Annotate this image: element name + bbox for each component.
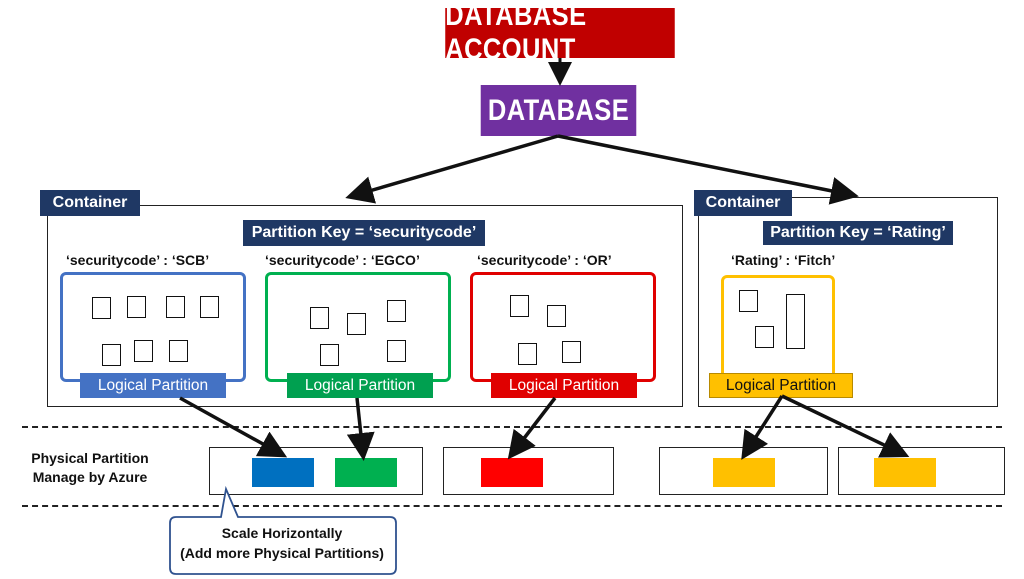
logical-partition-or	[470, 272, 656, 382]
database-box: DATABASE	[480, 85, 637, 136]
partition-key-or: ‘securitycode’ : ‘OR’	[477, 252, 612, 268]
document-icon	[387, 300, 406, 322]
document-icon	[102, 344, 121, 366]
physical-fill-yellow-1	[713, 458, 775, 487]
logical-partition-fitch	[721, 275, 835, 382]
physical-partition-label-line1: Physical Partition	[31, 450, 149, 466]
document-icon	[518, 343, 537, 365]
document-icon	[347, 313, 366, 335]
physical-partition-4	[838, 447, 1005, 495]
database-account-box: DATABASE ACCOUNT	[445, 0, 675, 66]
partition-key-fitch: ‘Rating’ : ‘Fitch’	[731, 252, 836, 268]
database-account-title: DATABASE ACCOUNT	[445, 0, 587, 66]
database-title: DATABASE	[487, 93, 630, 127]
logical-partition-label-or: Logical Partition	[491, 373, 637, 398]
divider-bottom	[22, 505, 1002, 507]
logical-partition-label-egco: Logical Partition	[287, 373, 433, 398]
physical-partition-label: Physical Partition Manage by Azure	[20, 449, 160, 487]
document-icon	[92, 297, 111, 319]
container-2-partition-key: Partition Key = ‘Rating’	[763, 221, 953, 245]
document-icon	[786, 294, 805, 349]
arrow-scb-to-physical	[179, 396, 288, 458]
document-icon	[562, 341, 581, 363]
logical-partition-scb	[60, 272, 246, 382]
container-1-label: Container	[40, 190, 140, 216]
document-icon	[320, 344, 339, 366]
physical-fill-red	[481, 458, 543, 487]
callout-bubble	[169, 485, 397, 575]
document-icon	[739, 290, 758, 312]
arrow-or-to-physical	[507, 396, 557, 460]
physical-fill-green	[335, 458, 397, 487]
container-2-label: Container	[694, 190, 792, 216]
callout-line2: (Add more Physical Partitions)	[180, 545, 384, 561]
document-icon	[200, 296, 219, 318]
container-1-partition-key: Partition Key = ‘securitycode’	[243, 220, 485, 246]
document-icon	[127, 296, 146, 318]
callout-line1: Scale Horizontally	[221, 525, 343, 541]
document-icon	[547, 305, 566, 327]
document-icon	[510, 295, 529, 317]
container-1	[47, 205, 683, 407]
partition-key-egco: ‘securitycode’ : ‘EGCO’	[265, 252, 420, 268]
document-icon	[166, 296, 185, 318]
physical-fill-yellow-2	[874, 458, 936, 487]
logical-partition-egco	[265, 272, 451, 382]
arrow-fitch-to-physical-4	[781, 394, 910, 458]
document-icon	[134, 340, 153, 362]
physical-fill-blue	[252, 458, 314, 487]
document-icon	[169, 340, 188, 362]
arrow-egco-to-physical	[346, 397, 375, 461]
document-icon	[755, 326, 774, 348]
scale-callout-text: Scale Horizontally (Add more Physical Pa…	[167, 523, 397, 563]
physical-partition-label-line2: Manage by Azure	[32, 469, 148, 485]
arrow-fitch-to-physical-3	[741, 395, 784, 460]
arrow-database-to-container-1	[345, 134, 559, 204]
logical-partition-label-fitch: Logical Partition	[709, 373, 853, 398]
document-icon	[310, 307, 329, 329]
partition-key-scb: ‘securitycode’ : ‘SCB’	[66, 252, 210, 268]
physical-partition-1	[209, 447, 423, 495]
document-icon	[387, 340, 406, 362]
arrow-database-to-container-2	[557, 134, 859, 205]
divider-top	[22, 426, 1002, 428]
logical-partition-label-scb: Logical Partition	[80, 373, 226, 398]
